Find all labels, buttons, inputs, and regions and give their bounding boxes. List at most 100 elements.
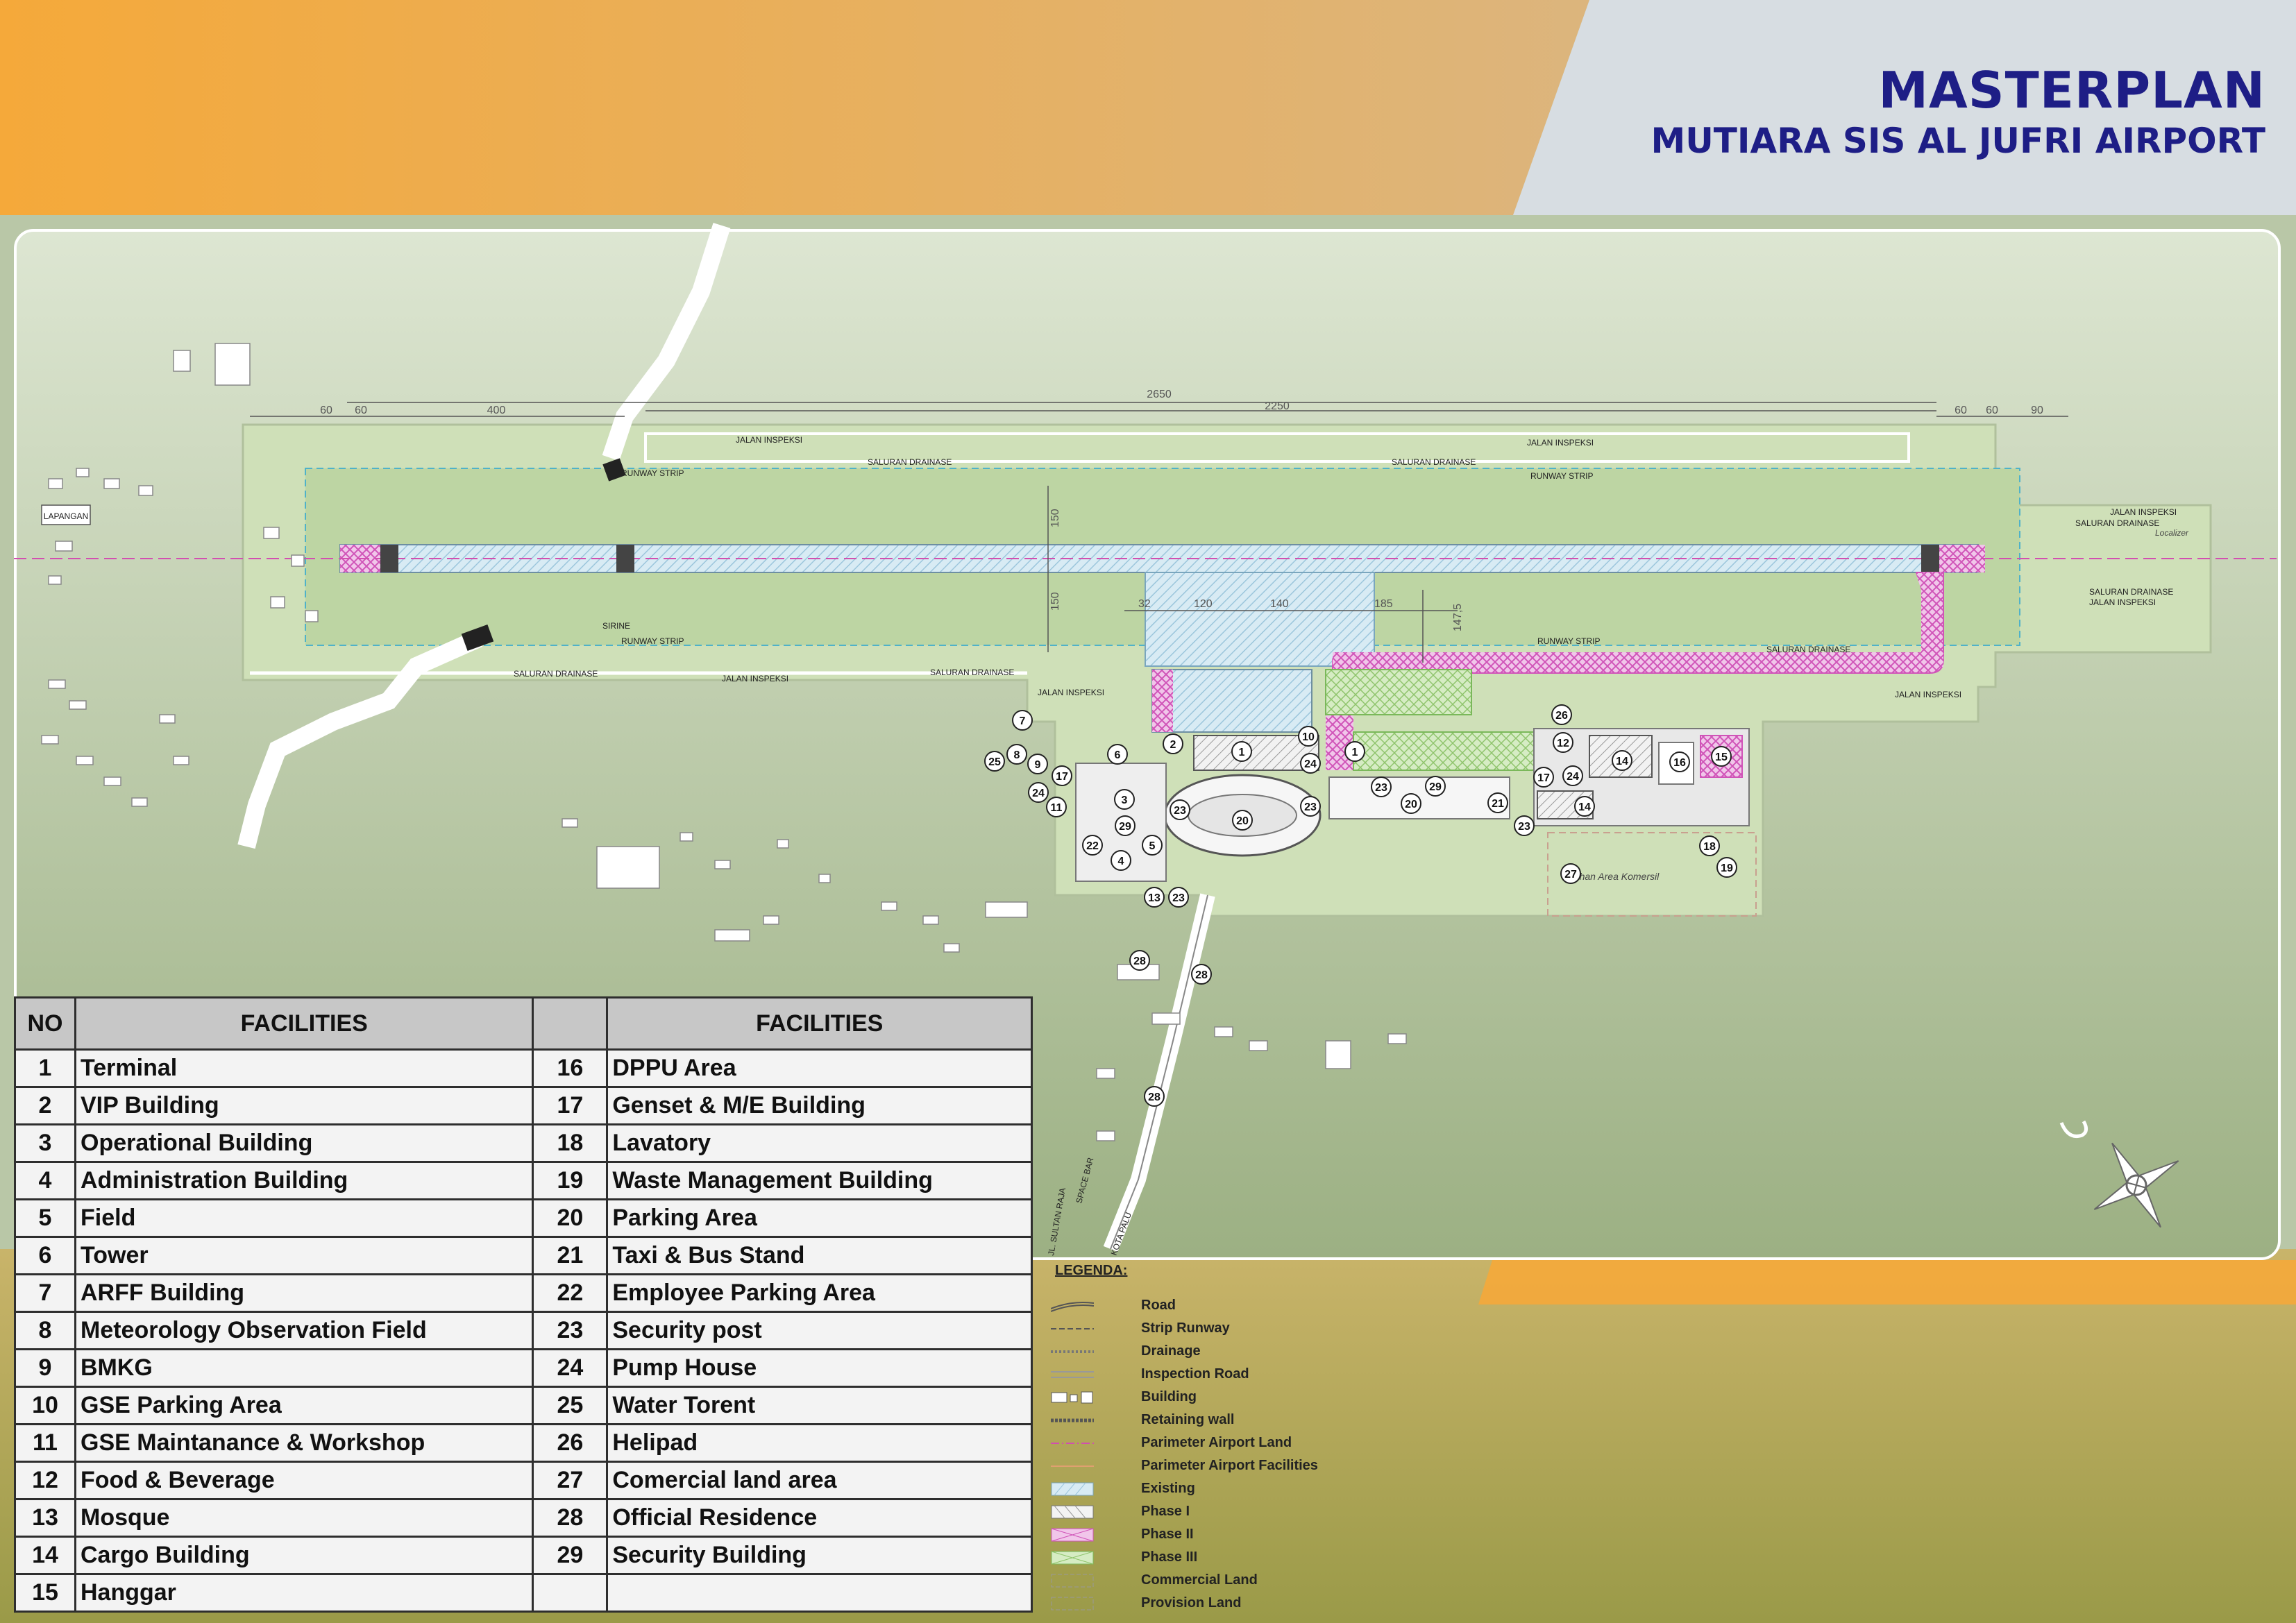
facility-name: GSE Maintanance & Workshop xyxy=(74,1423,534,1463)
dots-icon xyxy=(1051,1345,1094,1359)
callout-circle xyxy=(1191,964,1212,985)
dim-60-a: 60 xyxy=(320,405,332,416)
apron-existing xyxy=(1151,669,1312,733)
dim-400: 400 xyxy=(487,405,506,416)
legend-item: Commercial Land xyxy=(1038,1571,1358,1592)
callout-circle xyxy=(1107,744,1128,765)
table-header-row: NO FACILITIES FACILITIES xyxy=(14,996,1033,1051)
facility-no: 17 xyxy=(532,1086,609,1125)
callout-circle xyxy=(1300,796,1321,817)
facility-name: Water Torent xyxy=(606,1386,1033,1425)
callout-circle xyxy=(1425,776,1446,797)
legend-label: Road xyxy=(1141,1298,1176,1313)
callout-number: 7 xyxy=(1020,715,1026,727)
legend-label: Commercial Land xyxy=(1141,1572,1258,1588)
facility-name: Waste Management Building xyxy=(606,1161,1033,1200)
callout-circle xyxy=(1551,704,1572,725)
label-jalan-inspeksi-4: JALAN INSPEKSI xyxy=(1895,690,1961,699)
facility-no xyxy=(532,1573,609,1613)
dim-60-c: 60 xyxy=(1955,405,1967,416)
legend-label: Inspection Road xyxy=(1141,1366,1249,1382)
facility-no: 9 xyxy=(14,1348,76,1388)
facility-name: Terminal xyxy=(74,1048,534,1088)
callout-number: 19 xyxy=(1721,863,1733,874)
callout-number: 23 xyxy=(1172,892,1185,904)
title-block: MASTERPLAN MUTIARA SIS AL JUFRI AIRPORT xyxy=(1651,61,2265,162)
dim-2650: 2650 xyxy=(1147,389,1172,400)
legend-label: Phase I xyxy=(1141,1504,1190,1519)
facility-name: Mosque xyxy=(74,1498,534,1538)
legend-item: Provision Land xyxy=(1038,1594,1358,1615)
facility-no: 25 xyxy=(532,1386,609,1425)
facility-name: GSE Parking Area xyxy=(74,1386,534,1425)
callout-circle xyxy=(1699,835,1720,856)
legend-label: Parimeter Airport Facilities xyxy=(1141,1458,1318,1473)
facility-no: 7 xyxy=(14,1273,76,1313)
line-icon xyxy=(1051,1368,1094,1382)
dim-150-b: 150 xyxy=(1049,592,1061,611)
apron-phase3-south xyxy=(1353,731,1535,771)
facility-no: 4 xyxy=(14,1161,76,1200)
callout-number: 17 xyxy=(1056,771,1068,783)
phase2-icon xyxy=(1051,1528,1094,1542)
legend-item: Phase III xyxy=(1038,1548,1358,1569)
facility-name: Taxi & Bus Stand xyxy=(606,1236,1033,1275)
legend-item: Parimeter Airport Facilities xyxy=(1038,1456,1358,1477)
callout-number: 23 xyxy=(1174,805,1186,817)
river-south xyxy=(237,630,483,849)
callout-circle xyxy=(1574,796,1595,817)
legend-label: Strip Runway xyxy=(1141,1320,1230,1336)
callout-number: 5 xyxy=(1149,840,1156,852)
phase3-icon xyxy=(1051,1551,1094,1565)
legend-label: Building xyxy=(1141,1389,1197,1404)
phase1-icon xyxy=(1051,1505,1094,1519)
facility-name: Comercial land area xyxy=(606,1461,1033,1500)
dim-60-d: 60 xyxy=(1986,405,1998,416)
callout-circle xyxy=(1612,750,1632,771)
threshold-marker-2 xyxy=(616,545,634,572)
callout-circle xyxy=(1371,776,1392,797)
facility-no: 21 xyxy=(532,1236,609,1275)
facility-no: 29 xyxy=(532,1536,609,1575)
callout-number: 29 xyxy=(1119,821,1131,833)
callout-circle xyxy=(1300,753,1321,774)
callout-number: 27 xyxy=(1564,869,1577,881)
col-header-facilities-right: FACILITIES xyxy=(606,996,1033,1051)
commercial-land xyxy=(1547,832,1757,917)
callout-number: 24 xyxy=(1304,758,1317,770)
label-sirine: SIRINE xyxy=(602,621,630,631)
legend-item: Drainage xyxy=(1038,1342,1358,1363)
callout-circle xyxy=(1115,815,1136,836)
facility-no: 5 xyxy=(14,1198,76,1238)
callout-number: 28 xyxy=(1195,969,1208,981)
callout-number: 14 xyxy=(1616,756,1628,767)
facility-no: 22 xyxy=(532,1273,609,1313)
facility-name: Helipad xyxy=(606,1423,1033,1463)
callout-circle xyxy=(1012,710,1033,731)
terminal-building xyxy=(1193,735,1319,771)
facility-name: Genset & M/E Building xyxy=(606,1086,1033,1125)
label-saluran-drainase-6: SALURAN DRAINASE xyxy=(2075,518,2159,528)
facility-no: 12 xyxy=(14,1461,76,1500)
inspection-road-north xyxy=(644,432,1910,463)
page-subtitle: MUTIARA SIS AL JUFRI AIRPORT xyxy=(1651,121,2265,161)
callout-circle xyxy=(1028,782,1049,803)
facility-no: 24 xyxy=(532,1348,609,1388)
legend-item: Parimeter Airport Land xyxy=(1038,1434,1358,1454)
callout-number: 2 xyxy=(1170,739,1176,751)
callout-number: 22 xyxy=(1086,840,1099,852)
label-jalan-inspeksi-3: JALAN INSPEKSI xyxy=(722,674,788,683)
legend-item: Building xyxy=(1038,1388,1358,1409)
facility-name: Security post xyxy=(606,1311,1033,1350)
legend-title: LEGENDA: xyxy=(1055,1263,1128,1278)
callout-circle xyxy=(1487,792,1508,813)
facility-no: 15 xyxy=(14,1573,76,1613)
facility-no: 28 xyxy=(532,1498,609,1538)
facility-no: 11 xyxy=(14,1423,76,1463)
